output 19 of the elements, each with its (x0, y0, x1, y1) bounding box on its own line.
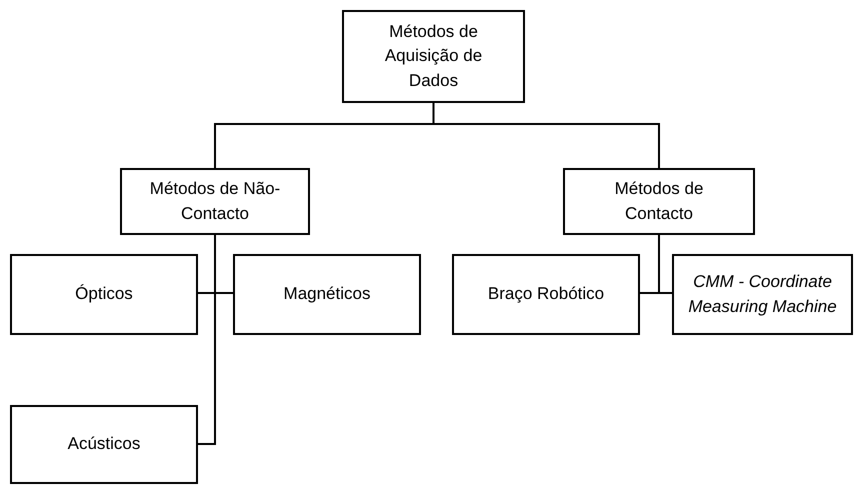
box-label: Acústicos (68, 433, 140, 456)
connector-line (198, 235, 216, 445)
connector-line (432, 103, 660, 168)
box-label: Métodos de Contacto (614, 178, 704, 224)
category-box (342, 10, 525, 103)
box-label: Braço Robótico (488, 283, 604, 306)
category-box (452, 254, 640, 335)
category-box (563, 168, 755, 235)
box-label: CMM - Coordinate Measuring Machine (687, 270, 838, 318)
box-label: Métodos de Aquisição de Dados (384, 20, 484, 92)
category-box (233, 254, 421, 335)
box-label: Magnéticos (284, 283, 370, 306)
connector-line (658, 235, 672, 294)
box-label: Ópticos (75, 283, 133, 306)
box-label: Métodos de Não-Contacto (148, 178, 282, 224)
category-box (672, 254, 853, 335)
category-box (10, 254, 198, 335)
category-box (120, 168, 310, 235)
category-box (10, 405, 198, 484)
